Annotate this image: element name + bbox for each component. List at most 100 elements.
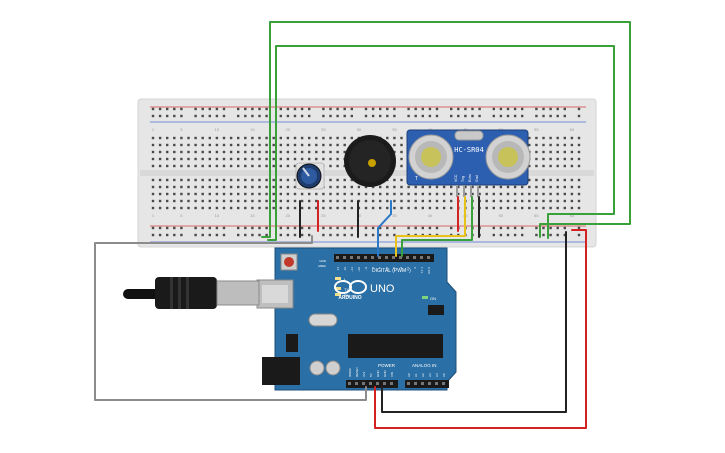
breadboard-hole <box>371 192 375 196</box>
breadboard-hole <box>350 206 353 210</box>
breadboard-hole <box>343 114 346 118</box>
piezo-buzzer[interactable] <box>344 135 396 187</box>
breadboard-hole <box>244 178 247 182</box>
gnd-pin-label: GND <box>319 259 327 263</box>
wire-blue-buzzer[interactable] <box>377 200 392 257</box>
digital-pin-hole[interactable] <box>392 256 395 259</box>
power-pin-hole[interactable] <box>362 382 365 385</box>
digital-pin-hole[interactable] <box>364 256 367 259</box>
digital-pin-hole[interactable] <box>350 256 353 259</box>
breadboard-hole <box>187 143 190 147</box>
wire-gray[interactable] <box>94 235 367 401</box>
breadboard-hole <box>201 157 204 161</box>
breadboard-hole <box>201 192 204 196</box>
wire-black-ground[interactable] <box>381 231 567 413</box>
breadboard-hole <box>173 192 176 196</box>
breadboard-hole <box>343 192 346 196</box>
wire-green-sensor[interactable] <box>401 196 473 257</box>
breadboard-hole <box>308 233 311 237</box>
breadboard-hole <box>357 185 361 189</box>
reset-button[interactable] <box>280 253 298 271</box>
digital-pin-hole[interactable] <box>343 256 346 259</box>
breadboard-hole <box>180 107 183 111</box>
digital-pin-hole[interactable] <box>413 256 416 259</box>
wire-yellow-sensor[interactable] <box>395 196 466 257</box>
analog-pin-hole[interactable] <box>414 382 417 385</box>
digital-pin-hole[interactable] <box>385 256 388 259</box>
analog-pin-hole[interactable] <box>442 382 445 385</box>
breadboard-hole <box>570 164 574 168</box>
breadboard-hole <box>215 157 219 161</box>
breadboard-hole <box>371 226 375 230</box>
digital-pin-hole[interactable] <box>378 256 381 259</box>
breadboard-hole <box>393 136 396 140</box>
breadboard-hole <box>180 233 183 237</box>
breadboard-hole <box>577 136 581 140</box>
breadboard-hole <box>244 164 247 168</box>
breadboard-hole <box>442 192 446 196</box>
power-pin-hole[interactable] <box>390 382 393 385</box>
power-pin-hole[interactable] <box>348 382 351 385</box>
breadboard-hole <box>258 226 261 230</box>
digital-pin-label: 2 <box>413 267 417 269</box>
breadboard-hole <box>222 114 226 118</box>
digital-pin-label: RX 0 <box>427 267 431 274</box>
breadboard-hole <box>528 136 531 140</box>
digital-pin-hole[interactable] <box>336 256 339 259</box>
breadboard-hole <box>542 143 545 147</box>
wire-green-outer[interactable] <box>261 21 631 238</box>
analog-pin-hole[interactable] <box>435 382 438 385</box>
breadboard-hole <box>272 206 275 210</box>
breadboard-hole <box>158 143 162 147</box>
breadboard-hole <box>393 143 396 147</box>
digital-pin-hole[interactable] <box>406 256 409 259</box>
sensor-model-label: HC-SR04 <box>454 146 484 154</box>
analog-pin-hole[interactable] <box>428 382 431 385</box>
breadboard-hole <box>293 107 297 111</box>
power-pin-hole[interactable] <box>376 382 379 385</box>
breadboard-hole <box>194 178 197 182</box>
breadboard-hole <box>293 178 297 182</box>
breadboard-hole <box>435 107 439 111</box>
digital-pin-hole[interactable] <box>357 256 360 259</box>
breadboard-hole <box>166 185 169 189</box>
digital-pin-hole[interactable] <box>427 256 430 259</box>
analog-pin-hole[interactable] <box>407 382 410 385</box>
potentiometer[interactable] <box>295 162 325 190</box>
power-pin-hole[interactable] <box>355 382 358 385</box>
breadboard-hole <box>166 164 169 168</box>
breadboard-hole <box>180 199 183 203</box>
digital-pin-hole[interactable] <box>399 256 402 259</box>
breadboard-hole <box>151 185 155 189</box>
breadboard-hole <box>577 143 581 147</box>
breadboard-hole <box>308 199 311 203</box>
analog-pin-hole[interactable] <box>421 382 424 385</box>
breadboard-hole <box>400 164 403 168</box>
breadboard-hole <box>371 233 375 237</box>
breadboard-hole <box>506 206 510 210</box>
header-pin-holes <box>336 256 445 385</box>
breadboard-hole <box>201 178 204 182</box>
breadboard-hole <box>499 114 503 118</box>
wire-red-5v[interactable] <box>374 229 587 429</box>
breadboard-hole <box>549 157 552 161</box>
digital-pin-hole[interactable] <box>371 256 374 259</box>
breadboard-hole <box>194 192 197 196</box>
breadboard-hole <box>173 143 176 147</box>
breadboard-hole <box>393 233 396 237</box>
arduino-uno-board[interactable]: L TX RX ON ARDUINO UNO DIGITAL (PWM~) PO… <box>256 247 457 391</box>
breadboard-hole <box>350 226 353 230</box>
breadboard-hole <box>542 199 545 203</box>
breadboard-hole <box>343 107 346 111</box>
power-pin-hole[interactable] <box>383 382 386 385</box>
breadboard-hole <box>265 143 268 147</box>
breadboard-hole <box>435 192 439 196</box>
breadboard-hole <box>450 107 453 111</box>
wire-green-inner[interactable] <box>267 45 615 241</box>
power-pin-hole[interactable] <box>369 382 372 385</box>
breadboard-hole <box>244 206 247 210</box>
breadboard-hole <box>208 157 211 161</box>
digital-pin-hole[interactable] <box>420 256 423 259</box>
